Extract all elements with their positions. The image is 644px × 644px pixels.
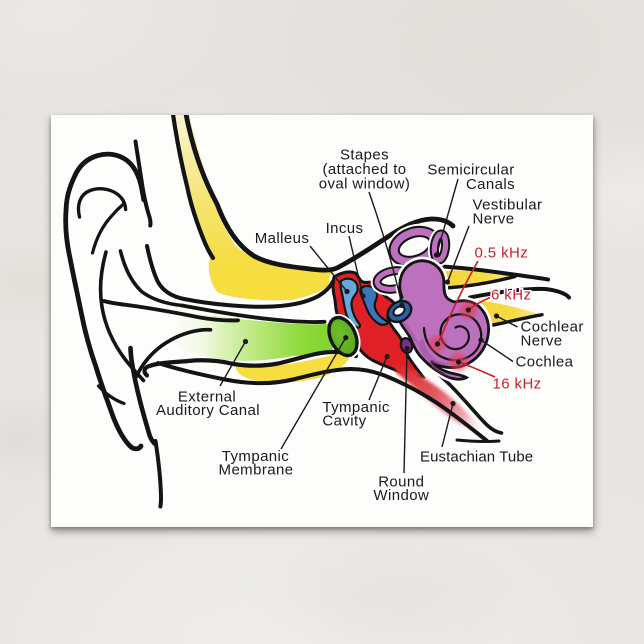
svg-text:Cavity: Cavity — [322, 413, 366, 430]
svg-text:Cochlear: Cochlear — [521, 319, 584, 336]
svg-text:Tympanic: Tympanic — [222, 448, 289, 465]
svg-text:Eustachian Tube: Eustachian Tube — [420, 449, 533, 466]
svg-text:Vestibular: Vestibular — [473, 197, 543, 214]
svg-text:Auditory Canal: Auditory Canal — [156, 402, 260, 419]
svg-text:oval window): oval window) — [319, 176, 411, 193]
svg-text:Stapes: Stapes — [340, 147, 389, 164]
svg-text:16 kHz: 16 kHz — [493, 376, 542, 393]
svg-text:Cochlea: Cochlea — [516, 354, 574, 371]
svg-text:Round: Round — [378, 474, 424, 491]
svg-text:Membrane: Membrane — [219, 462, 294, 479]
svg-text:Tympanic: Tympanic — [322, 399, 389, 416]
svg-text:Nerve: Nerve — [521, 333, 563, 350]
svg-text:External: External — [178, 389, 236, 406]
svg-text:(attached to: (attached to — [322, 161, 406, 178]
svg-text:Incus: Incus — [326, 220, 364, 237]
svg-text:Malleus: Malleus — [255, 230, 310, 247]
svg-text:Semicircular: Semicircular — [427, 162, 514, 179]
svg-text:Nerve: Nerve — [473, 211, 515, 228]
svg-text:Window: Window — [373, 487, 429, 504]
svg-text:Canals: Canals — [466, 176, 515, 193]
svg-text:0.5 kHz: 0.5 kHz — [475, 245, 529, 262]
svg-text:6 kHz: 6 kHz — [491, 287, 531, 304]
